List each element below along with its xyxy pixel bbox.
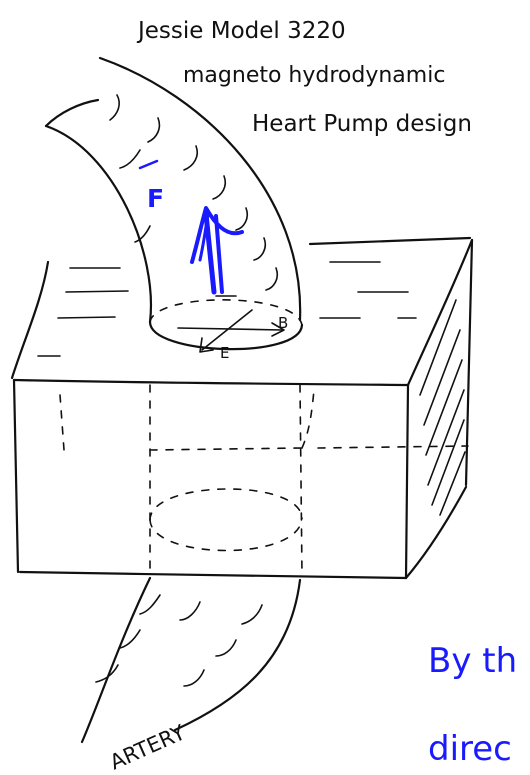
pump-housing xyxy=(12,238,472,578)
inner-tube-ellipse xyxy=(150,489,302,551)
force-vector-bar xyxy=(140,161,157,168)
title-line-3: Heart Pump design xyxy=(252,111,472,137)
field-vectors xyxy=(178,296,284,352)
note-line-1: By th xyxy=(428,641,517,681)
artery-tube xyxy=(82,578,300,742)
artery-label: ARTERY xyxy=(106,720,189,774)
title-line-2: magneto hydrodynamic xyxy=(183,63,445,88)
force-arrow xyxy=(192,208,242,292)
note-line-2: direc xyxy=(428,729,512,769)
title-line-1: Jessie Model 3220 xyxy=(136,18,346,44)
upper-tube xyxy=(46,58,300,322)
magnetic-field-label: B xyxy=(278,314,288,332)
force-label: F xyxy=(147,184,164,213)
electric-field-label: E xyxy=(220,344,229,362)
